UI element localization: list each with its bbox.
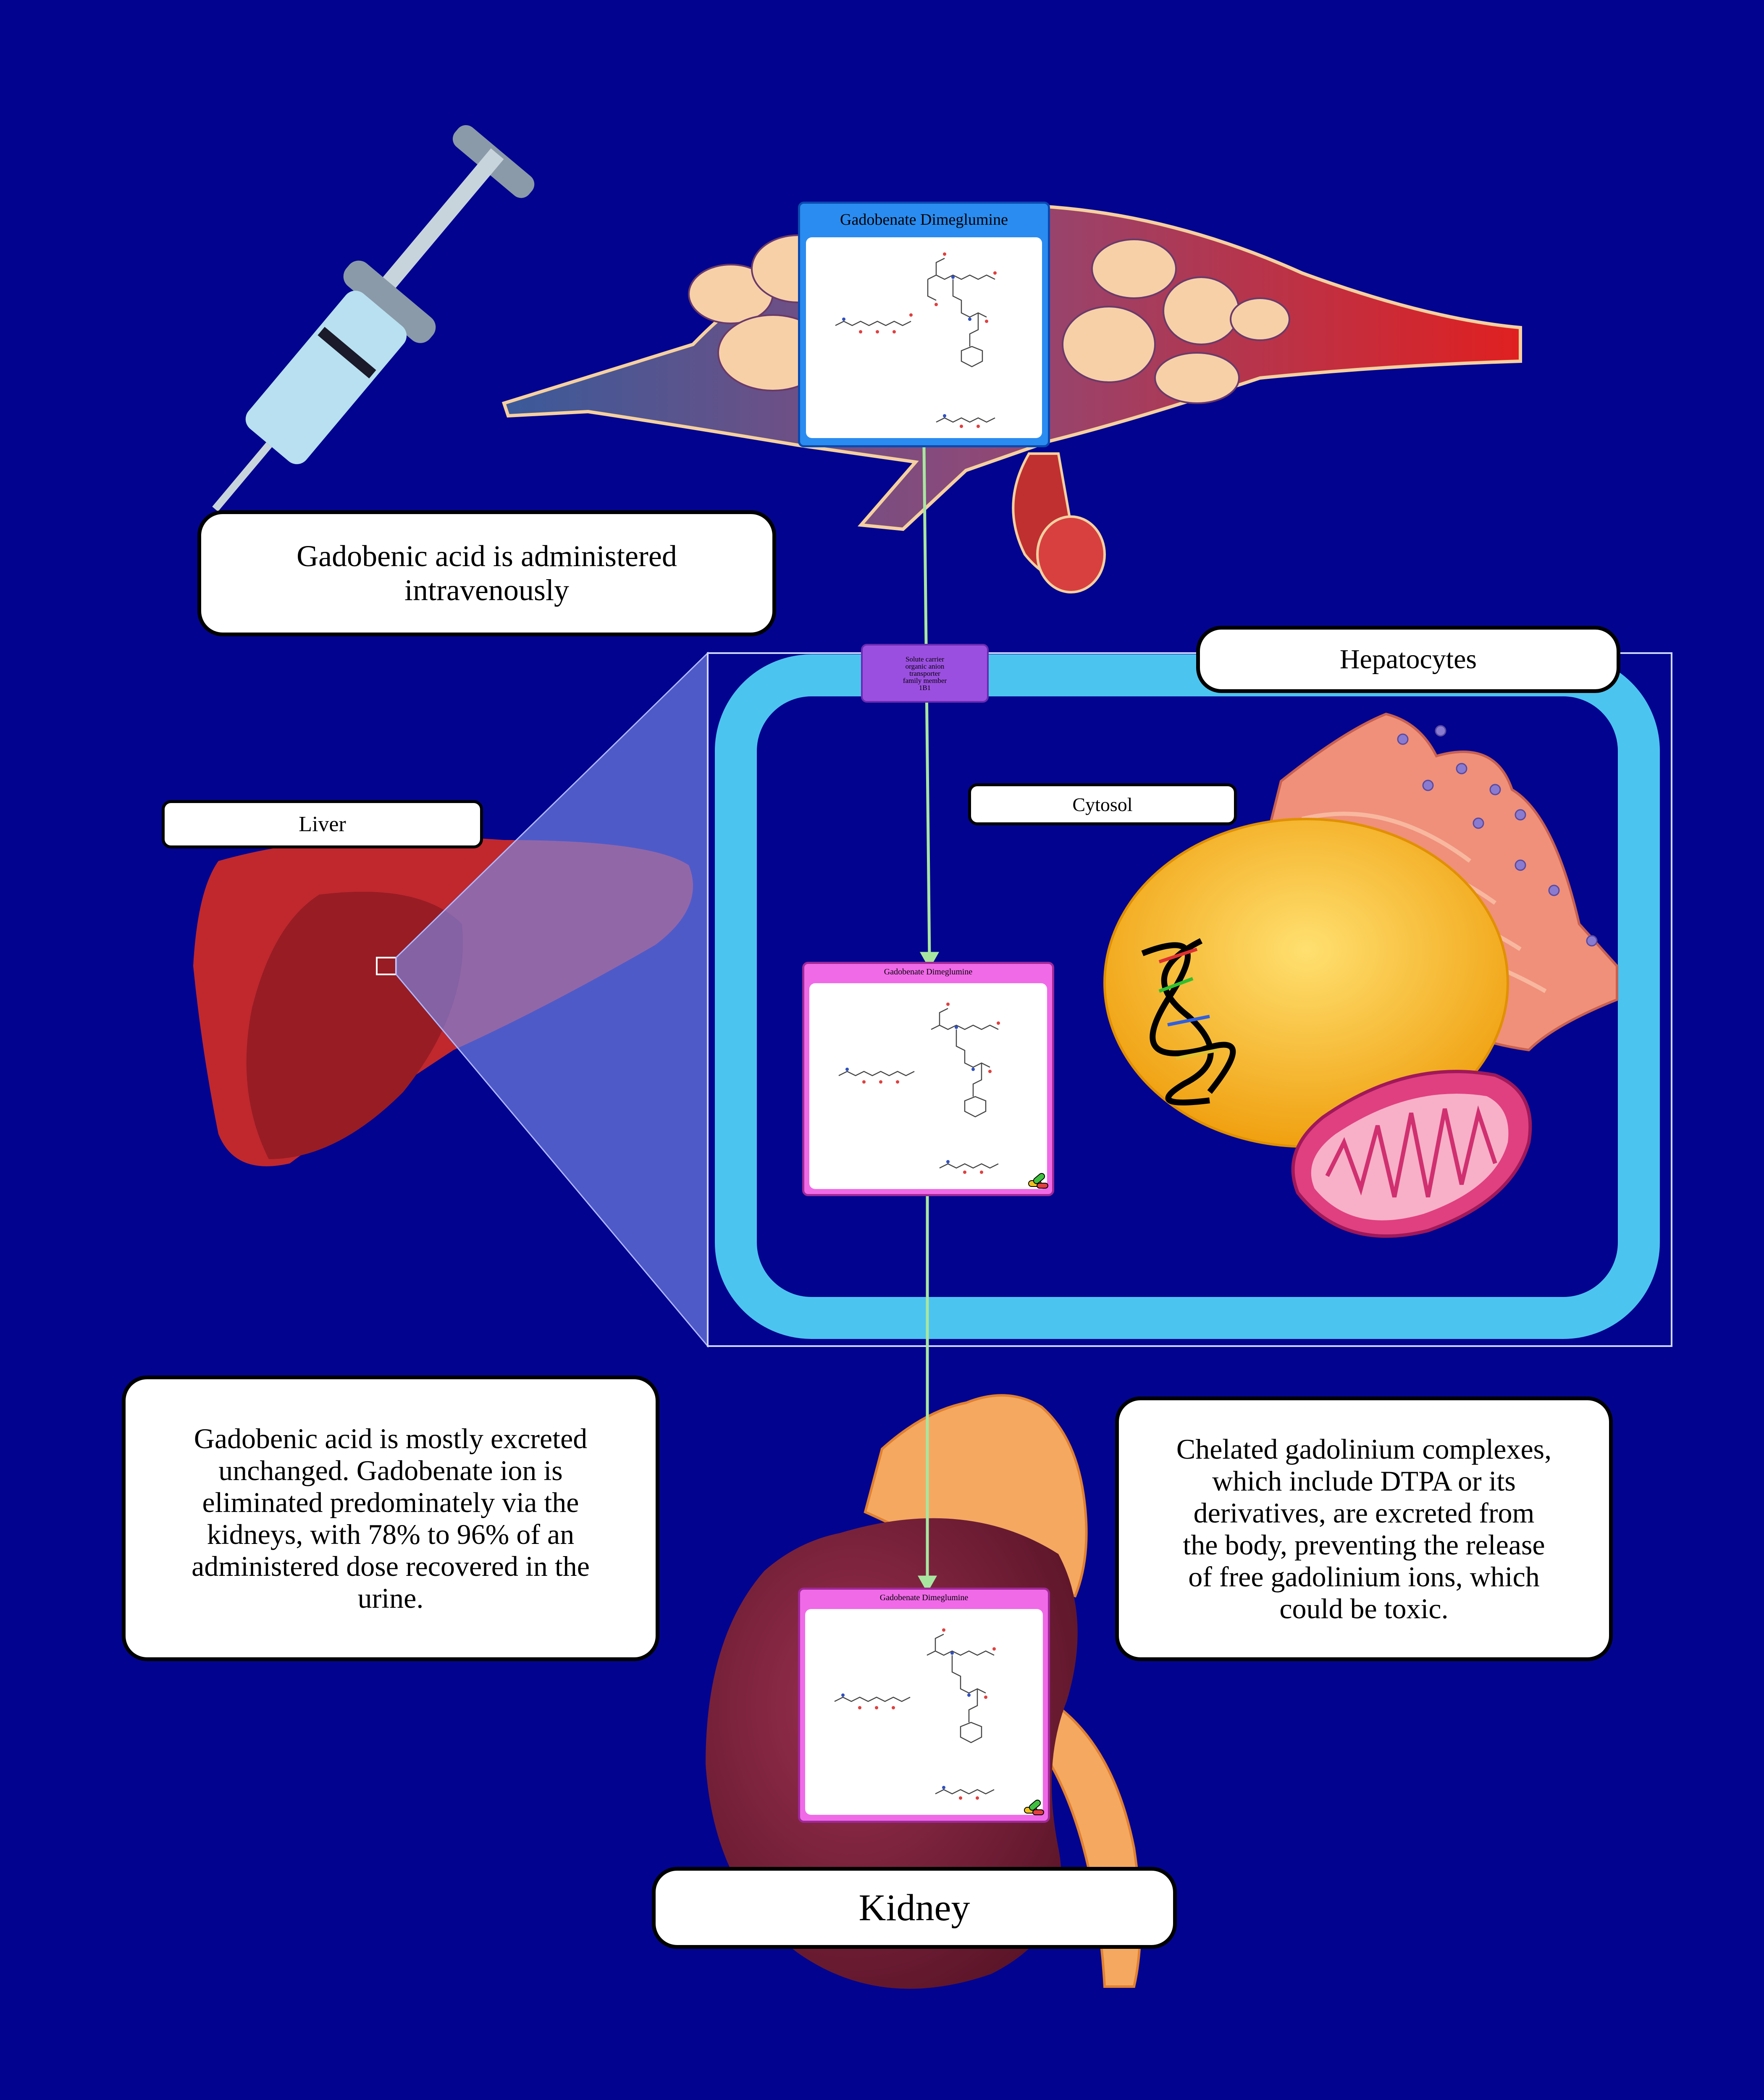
chelated-text: Chelated gadolinium complexes, which inc… (1176, 1433, 1552, 1625)
syringe-illustration (212, 125, 535, 512)
cytosol-text: Cytosol (1072, 793, 1133, 815)
administered-text: Gadobenic acid is administered intraveno… (297, 539, 677, 607)
cytosol-label: Cytosol (968, 783, 1237, 825)
excretion-text: Gadobenic acid is mostly excreted unchan… (192, 1422, 590, 1614)
blood-molecule-card[interactable]: Gadobenate Dimeglumine (798, 202, 1050, 447)
liver-label: Liver (162, 800, 483, 848)
kidney-text: Kidney (858, 1887, 970, 1929)
administered-label: Gadobenic acid is administered intraveno… (197, 510, 776, 636)
hepatocytes-text: Hepatocytes (1339, 644, 1477, 675)
transporter-line-2: organic anion (905, 662, 945, 670)
gadobenate-structure-icon (834, 1628, 996, 1800)
gadobenate-structure-icon (838, 1003, 1000, 1174)
blood-card-title: Gadobenate Dimeglumine (840, 211, 1008, 228)
transporter-line-5: 1B1 (919, 683, 931, 692)
transporter-line-3: transporter (909, 669, 940, 677)
molecule-structure-area (806, 237, 1042, 438)
kidney-card-title: Gadobenate Dimeglumine (879, 1593, 969, 1602)
hepatocytes-label: Hepatocytes (1196, 626, 1620, 693)
gadobenate-structure-icon (835, 252, 997, 428)
chelated-label: Chelated gadolinium complexes, which inc… (1115, 1396, 1613, 1661)
cell-membrane (715, 654, 1660, 1339)
transporter-slco1b1[interactable]: Solute carrier organic anion transporter… (861, 644, 989, 703)
liver-text: Liver (299, 812, 346, 836)
transporter-line-4: family member (903, 676, 947, 685)
molecule-structure-area (809, 983, 1047, 1189)
cytosol-molecule-card[interactable]: Gadobenate Dimeglumine (802, 962, 1054, 1196)
drug-pill-icon (1028, 1173, 1048, 1189)
mitochondrion-illustration (1291, 1070, 1532, 1238)
drug-pill-icon (1024, 1799, 1044, 1815)
excretion-label: Gadobenic acid is mostly excreted unchan… (122, 1376, 659, 1661)
kidney-molecule-card[interactable]: Gadobenate Dimeglumine (798, 1588, 1050, 1823)
zoom-projection (395, 651, 709, 1348)
kidney-label: Kidney (652, 1867, 1177, 1949)
cytosol-card-title: Gadobenate Dimeglumine (884, 967, 973, 976)
transporter-line-1: Solute carrier (905, 655, 945, 663)
molecule-structure-area (805, 1609, 1043, 1815)
